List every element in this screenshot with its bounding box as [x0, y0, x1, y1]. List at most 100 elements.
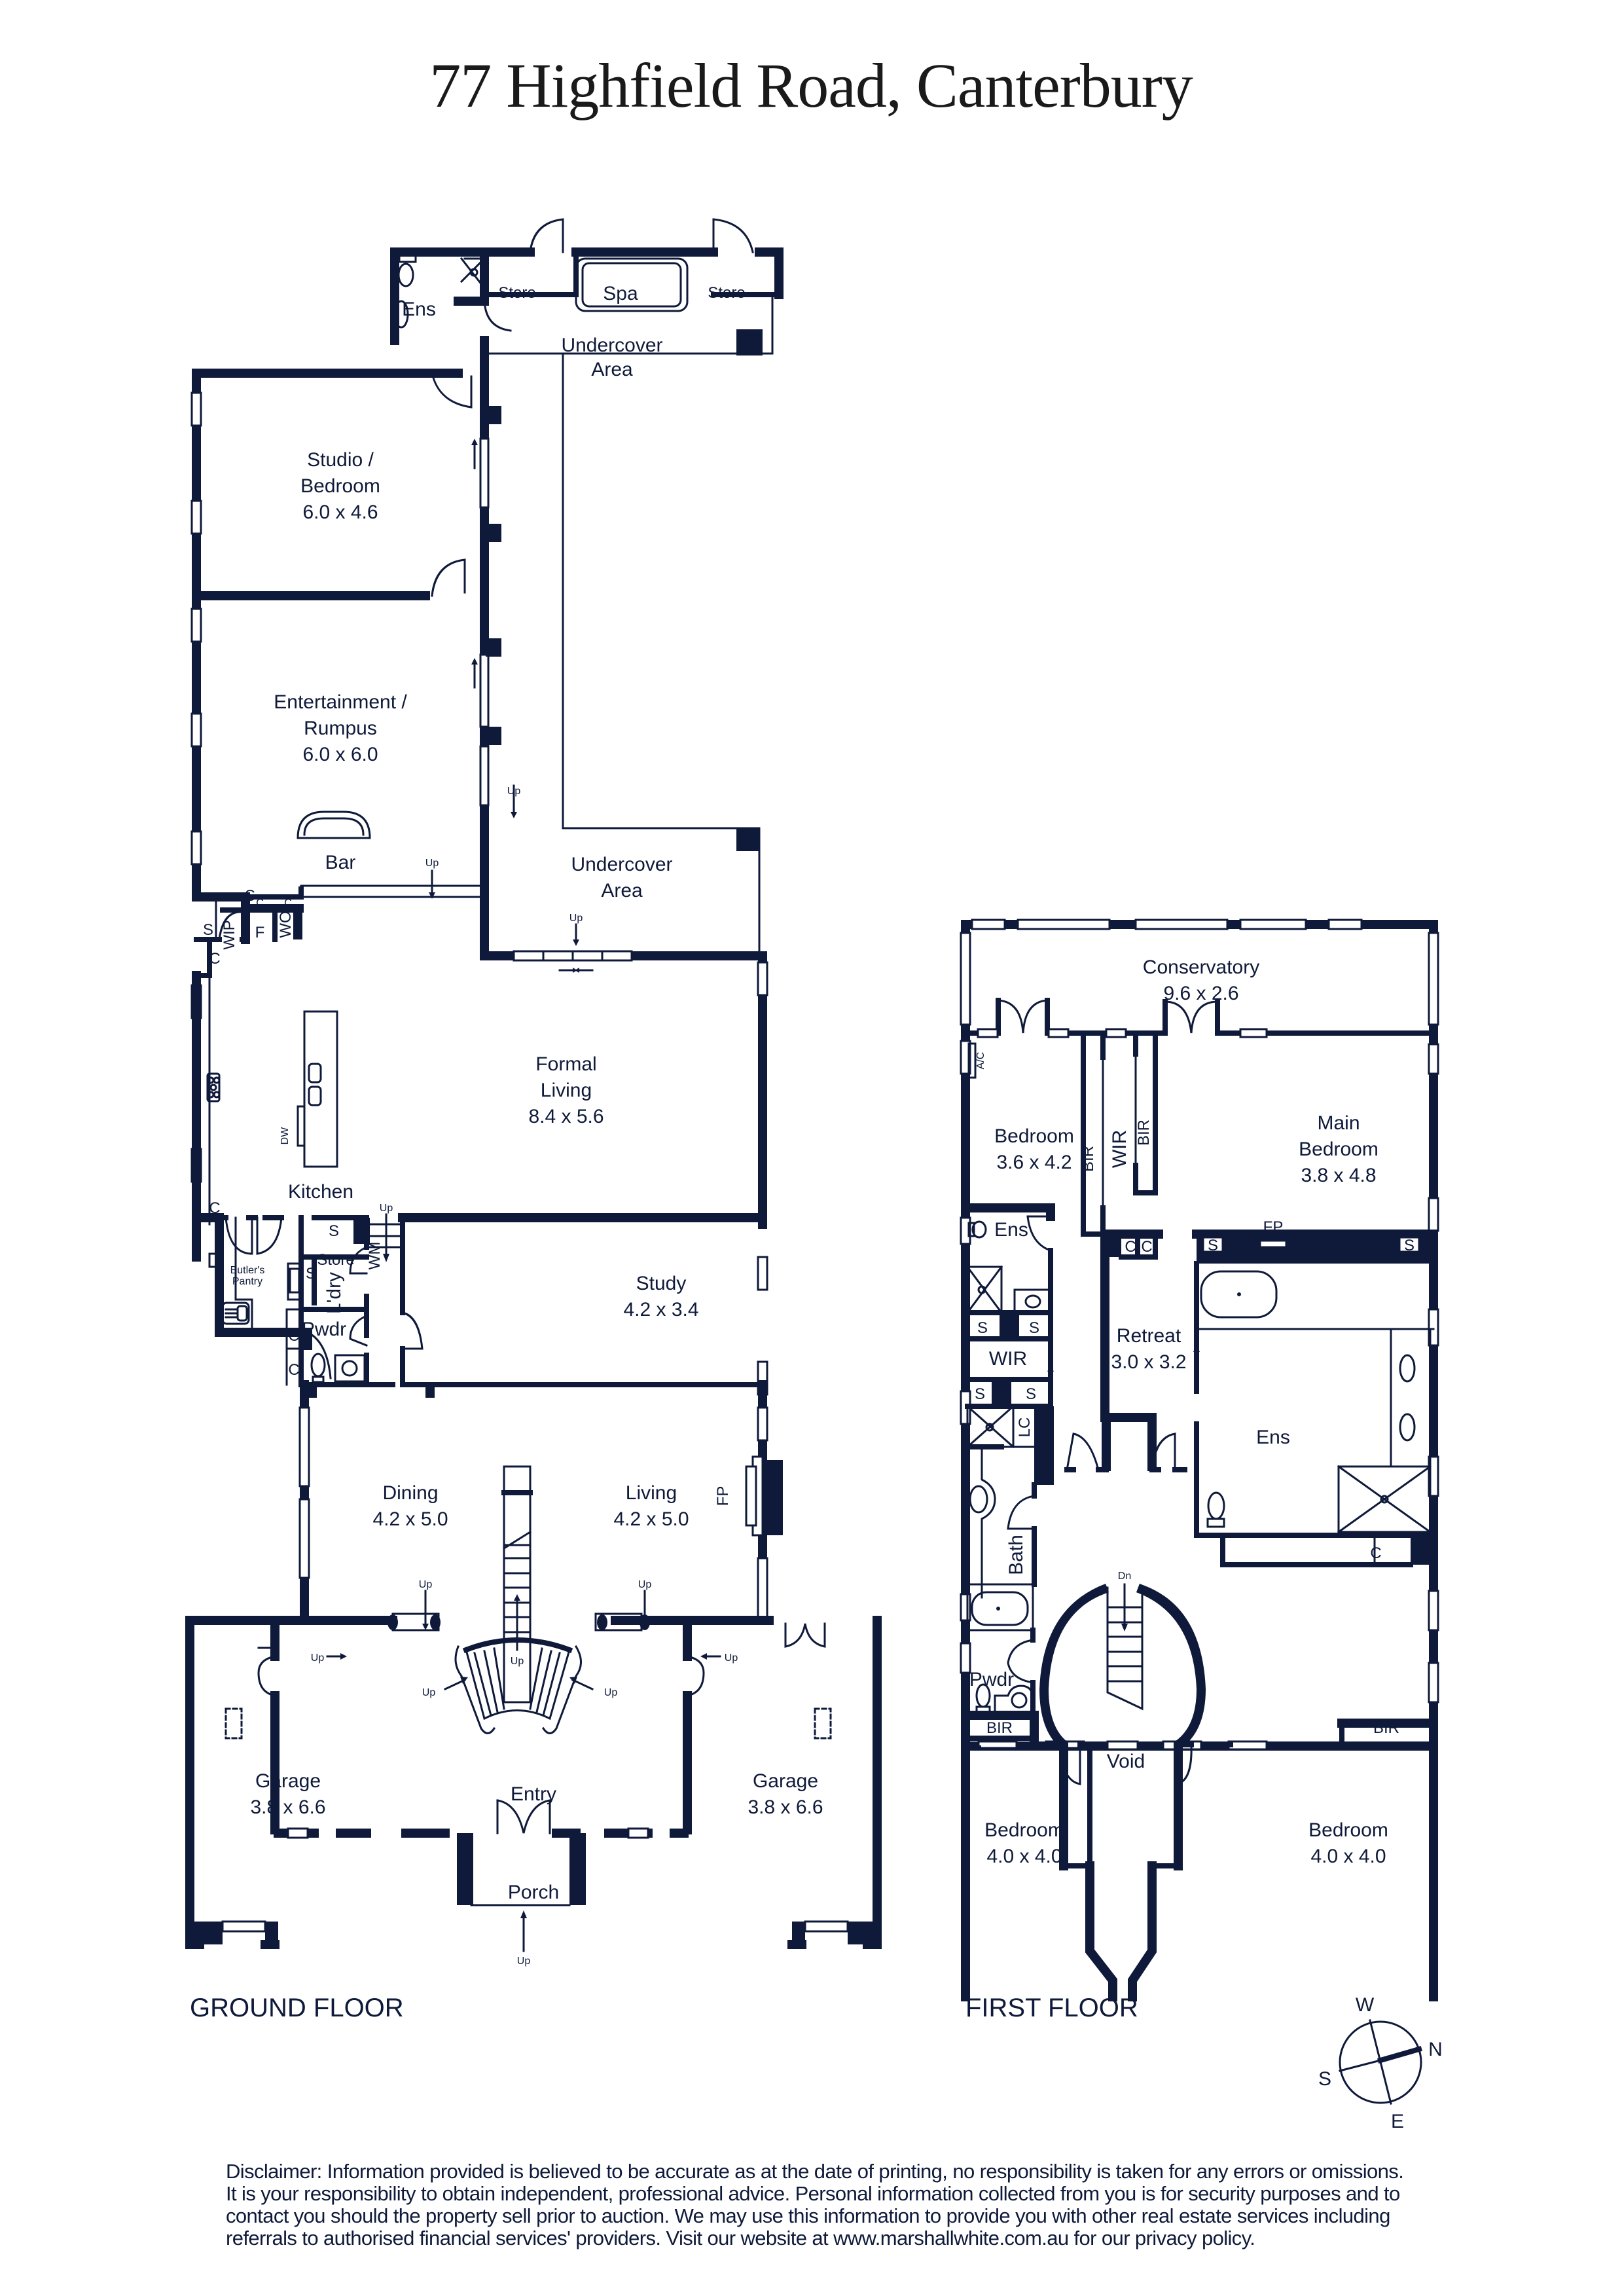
fixture-cupboard-label: C [209, 950, 220, 968]
room-dims-bedroom: 3.6 x 4.2 [996, 1152, 1072, 1173]
room-dims-main-bedroom: 3.8 x 4.8 [1301, 1165, 1376, 1186]
fixture-dishwasher-label: DW [279, 1127, 291, 1145]
room-dims-study: 4.2 x 3.4 [623, 1299, 698, 1321]
disclaimer-text: Disclaimer: Information provided is beli… [226, 2160, 1404, 2250]
room-label-garage: Garage [753, 1770, 818, 1792]
room-label-void: Void [1107, 1751, 1145, 1772]
formal-living-block [206, 784, 768, 1396]
fixture-cupboard-label: C [1125, 1238, 1136, 1256]
room-label-formal-living: Living [541, 1080, 592, 1101]
room-label-living: Living [626, 1482, 677, 1504]
room-label-powder: Pwdr [302, 1319, 346, 1340]
fixture-shelf-label: S [977, 1319, 988, 1337]
room-label-undercover-area: Area [601, 880, 643, 902]
room-label-kitchen: Kitchen [288, 1181, 353, 1203]
fixture-bir-label: BIR [1079, 1146, 1097, 1172]
fixture-ac-label: A/C [975, 1052, 986, 1070]
room-dims-garage: 3.8 x 6.6 [250, 1796, 325, 1818]
studio-wing [190, 336, 501, 960]
compass-north-label: N [1428, 2039, 1443, 2060]
ground-floor-label: GROUND FLOOR [190, 1994, 404, 2022]
room-label-bar: Bar [325, 852, 356, 873]
compass-icon: W N S E [1318, 1994, 1443, 2132]
stair-up-label: Up [507, 786, 521, 797]
room-label-store: Store [708, 284, 745, 302]
room-label-ens: Ens [402, 299, 436, 320]
fixture-fireplace-label: FP [1263, 1218, 1284, 1236]
fixture-cupboard-label: C [1141, 1238, 1152, 1256]
fixture-shelf-label: S [306, 1265, 316, 1283]
room-label-bedroom: Bedroom [1308, 1819, 1388, 1841]
room-label-studio: Bedroom [300, 475, 380, 497]
page-title: 77 Highfield Road, Canterbury [429, 50, 1193, 120]
room-label-garage: Garage [255, 1770, 321, 1792]
fixture-cupboard-label: C [284, 898, 292, 909]
room-label-conservatory: Conservatory [1143, 957, 1259, 978]
fixture-shelf-label: S [1404, 1237, 1415, 1254]
room-label-undercover-area: Undercover [571, 854, 672, 875]
room-label-bedroom: Bedroom [984, 1819, 1064, 1841]
room-label-entertainment: Entertainment / [274, 691, 407, 713]
fixture-cupboard-label: C [288, 1361, 299, 1379]
compass-west-label: W [1356, 1994, 1375, 2016]
fixture-shelf-label: S [975, 1385, 985, 1403]
fixture-wip-label: WIP [221, 920, 238, 949]
fixture-washing-machine-label: WM [366, 1242, 384, 1270]
fixture-cupboard-label: C [1370, 1544, 1381, 1562]
fixture-shelf-label: S [1208, 1237, 1218, 1254]
stair-up-label: Up [422, 1687, 436, 1698]
fixture-bir-label: BIR [1373, 1719, 1399, 1737]
room-label-studio: Studio / [307, 449, 374, 471]
fixture-bir-label: BIR [986, 1719, 1013, 1737]
stair-up-label: Up [311, 1652, 325, 1664]
rear-pavilion [390, 218, 784, 829]
room-label-store: Store [498, 284, 535, 302]
room-label-entertainment: Rumpus [304, 718, 377, 739]
fixture-shelf-label: S [329, 1222, 339, 1240]
room-dims-bedroom: 4.0 x 4.0 [986, 1846, 1062, 1867]
room-dims-studio: 6.0 x 4.6 [302, 501, 378, 523]
stair-up-label: Up [569, 913, 583, 924]
room-dims-garage: 3.8 x 6.6 [748, 1796, 823, 1818]
stair-up-label: Up [517, 1956, 531, 1967]
room-dims-bedroom: 4.0 x 4.0 [1310, 1846, 1386, 1867]
room-label-undercover-area: Area [591, 359, 633, 380]
room-label-undercover-area: Undercover [561, 335, 662, 356]
room-dims-living: 4.2 x 5.0 [613, 1508, 689, 1530]
room-label-ensuite: Ens [994, 1219, 1028, 1241]
dining-living [185, 1380, 783, 1734]
room-label-powder: Pwdr [969, 1669, 1014, 1690]
stair-up-label: Up [511, 1656, 524, 1667]
first-floor-label: FIRST FLOOR [965, 1994, 1138, 2022]
fixture-shelf-label: S [1029, 1319, 1039, 1337]
fixture-fireplace-label: FP [714, 1486, 732, 1506]
stair-down-label: Dn [1118, 1571, 1131, 1582]
room-label-study: Study [636, 1273, 687, 1294]
room-dims-entertainment: 6.0 x 6.0 [302, 744, 378, 765]
room-label-butlers-pantry: Butler's [230, 1265, 265, 1276]
room-label-bath: Bath [1005, 1535, 1027, 1575]
room-label-retreat: Retreat [1117, 1325, 1181, 1347]
room-label-main-bedroom: Bedroom [1299, 1139, 1379, 1160]
stair-up-label: Up [725, 1652, 738, 1664]
garages-entry [185, 1616, 882, 1952]
fixture-cupboard-label: C [256, 898, 264, 909]
fixture-wir-label: WIR [1109, 1130, 1130, 1168]
stair-up-label: Up [638, 1579, 652, 1590]
room-label-ensuite: Ens [1256, 1427, 1290, 1448]
fixture-linen-cupboard-label: LC [1016, 1417, 1034, 1438]
room-dims-dining: 4.2 x 5.0 [372, 1508, 448, 1530]
room-dims-formal-living: 8.4 x 5.6 [528, 1106, 604, 1127]
fixture-wall-oven-label: WO [277, 911, 295, 938]
room-dims-retreat: 3.0 x 3.2 [1111, 1351, 1186, 1373]
fixture-fridge-label: F [255, 924, 265, 941]
ground-floor-plan: Ens Store Spa Store Undercover Area Stud… [185, 218, 882, 2022]
room-label-formal-living: Formal [535, 1053, 596, 1075]
room-label-bedroom: Bedroom [994, 1125, 1074, 1147]
room-label-spa: Spa [603, 283, 638, 304]
compass-south-label: S [1318, 2068, 1331, 2090]
room-label-main-bedroom: Main [1317, 1112, 1360, 1134]
room-label-wir: WIR [989, 1348, 1027, 1370]
fixture-bir-label: BIR [1135, 1120, 1153, 1146]
